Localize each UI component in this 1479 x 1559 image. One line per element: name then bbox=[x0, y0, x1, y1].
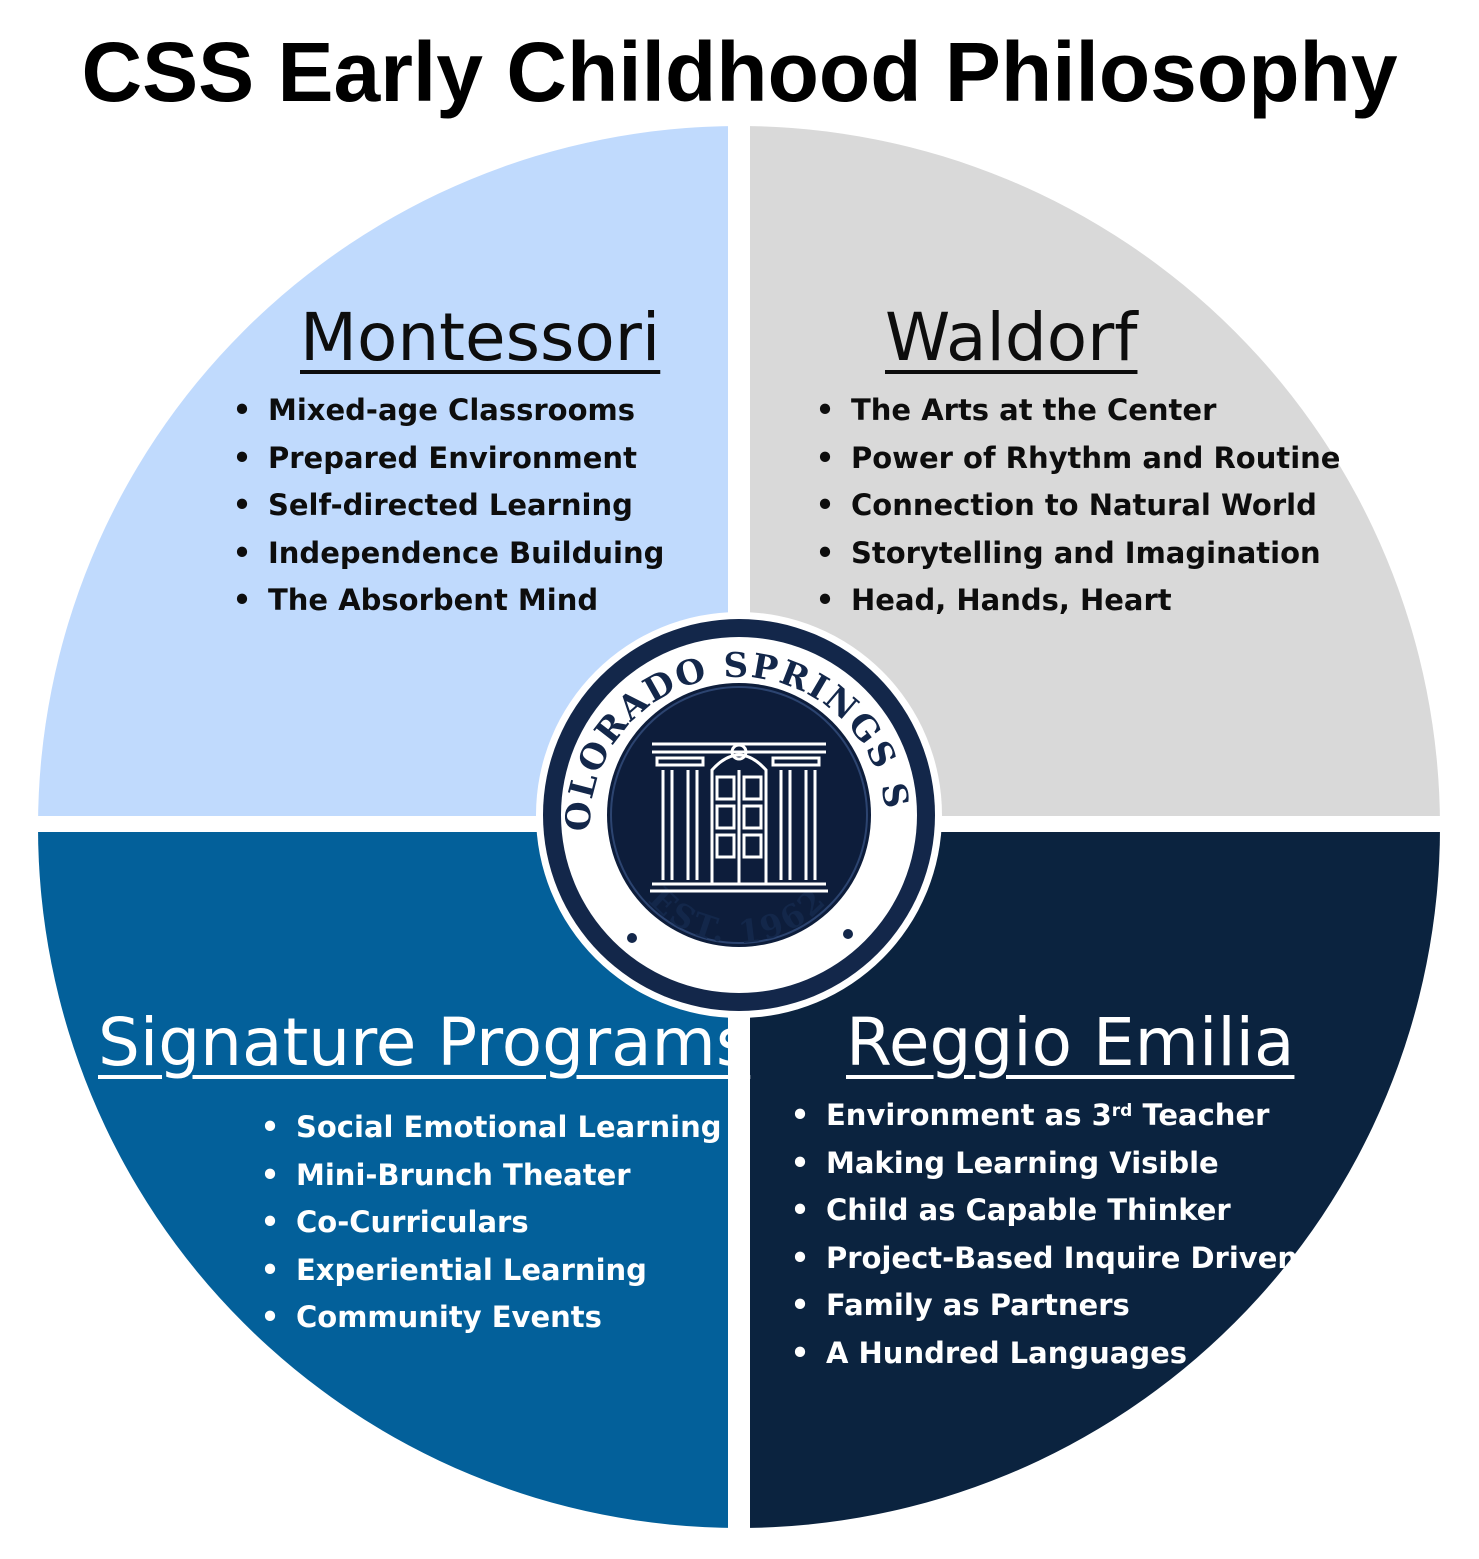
montessori-heading: Montessori bbox=[300, 299, 661, 376]
seal-dot-left bbox=[627, 933, 637, 943]
list-item: •A Hundred Languages bbox=[790, 1335, 1188, 1370]
list-item: •Child as Capable Thinker bbox=[790, 1193, 1231, 1227]
list-item: •Social Emotional Learning bbox=[260, 1110, 722, 1144]
montessori-section: Montessori •Mixed-age Classrooms •Prepar… bbox=[232, 298, 665, 625]
list-item: •Community Events bbox=[260, 1300, 602, 1334]
list-item: •Experiential Learning bbox=[260, 1252, 647, 1287]
waldorf-list: •The Arts at the Center •Power of Rhythm… bbox=[815, 387, 1341, 625]
seal-dot-right bbox=[843, 929, 853, 939]
list-item: •Head, Hands, Heart bbox=[815, 583, 1172, 617]
page-title: CSS Early Childhood Philosophy bbox=[81, 25, 1398, 119]
list-item: •Power of Rhythm and Routine bbox=[815, 440, 1341, 475]
list-item: •Prepared Environment bbox=[232, 440, 637, 475]
list-item: •Co-Curriculars bbox=[260, 1205, 529, 1239]
list-item: •Making Learning Visible bbox=[790, 1145, 1219, 1180]
list-item: •Storytelling and Imagination bbox=[815, 535, 1321, 570]
list-item: •The Absorbent Mind bbox=[232, 583, 599, 617]
list-item: •Connection to Natural World bbox=[815, 488, 1317, 522]
list-item: •Environment as 3rd Teacher bbox=[790, 1098, 1270, 1132]
list-item: •Mini-Brunch Theater bbox=[260, 1157, 631, 1192]
list-item: •Independence Builduing bbox=[232, 535, 665, 570]
signature-programs-section: Signature Programs •Social Emotional Lea… bbox=[98, 1003, 750, 1342]
montessori-list: •Mixed-age Classrooms •Prepared Environm… bbox=[232, 387, 665, 625]
list-item: •Family as Partners bbox=[790, 1288, 1130, 1322]
waldorf-section: Waldorf •The Arts at the Center •Power o… bbox=[815, 298, 1341, 625]
list-item: •Project-Based Inquire Driven bbox=[790, 1240, 1299, 1275]
signature-programs-list: •Social Emotional Learning •Mini-Brunch … bbox=[260, 1104, 750, 1342]
reggio-emilia-section: Reggio Emilia •Environment as 3rd Teache… bbox=[790, 1003, 1298, 1377]
waldorf-heading: Waldorf bbox=[885, 299, 1138, 376]
list-item: •Self-directed Learning bbox=[232, 488, 633, 522]
list-item: •The Arts at the Center bbox=[815, 393, 1217, 427]
signature-programs-heading: Signature Programs bbox=[98, 1004, 751, 1081]
list-item: •Mixed-age Classrooms bbox=[232, 393, 636, 427]
reggio-emilia-heading: Reggio Emilia bbox=[846, 1004, 1295, 1081]
reggio-emilia-list: •Environment as 3rd Teacher •Making Lear… bbox=[790, 1092, 1298, 1377]
school-building-icon bbox=[650, 742, 828, 893]
